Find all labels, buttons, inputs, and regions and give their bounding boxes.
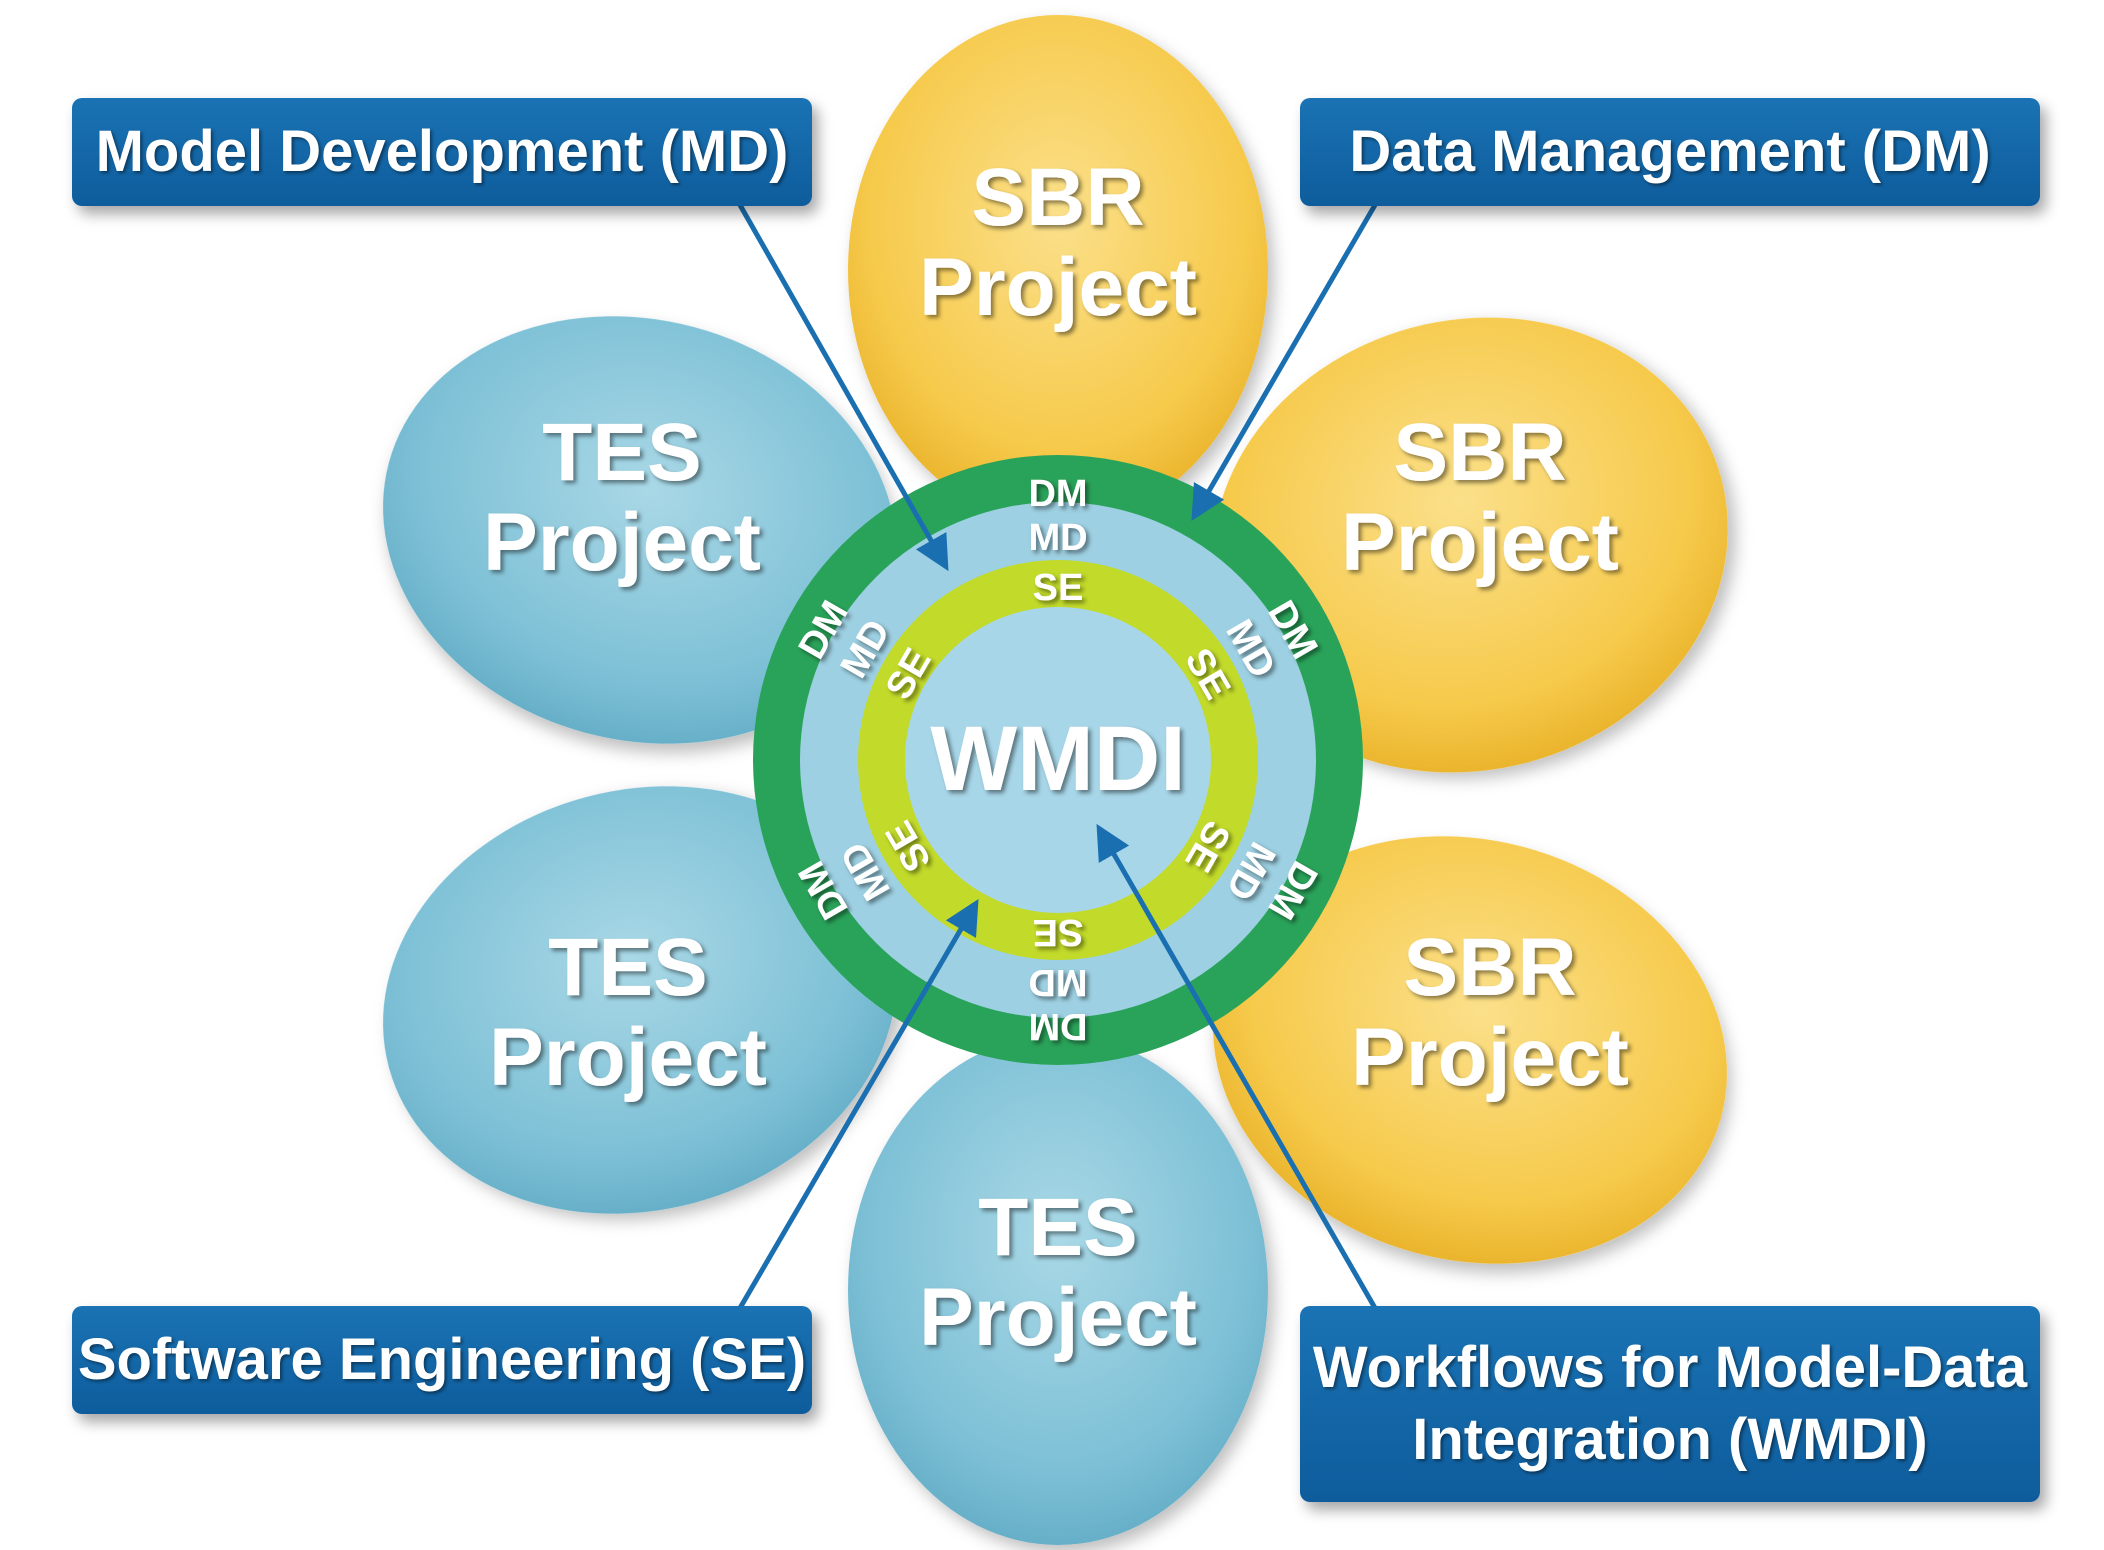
connector-arrows [737, 203, 1378, 1310]
callout-model-development-text: Model Development (MD) [95, 118, 789, 184]
callout-data-management: Data Management (DM) [1300, 98, 2040, 206]
callout-wmdi: Workflows for Model-Data Integration (WM… [1300, 1306, 2040, 1502]
petal-lower-right-label: SBR [1403, 922, 1576, 1013]
petal-bottom-sublabel: Project [919, 1272, 1197, 1363]
ring-label-md-top: MD [1028, 517, 1087, 559]
arrow-dm [1191, 203, 1378, 522]
petal-lower-right-sublabel: Project [1351, 1012, 1629, 1103]
callout-data-management-text: Data Management (DM) [1349, 118, 1991, 184]
petal-tes-lower-left [383, 786, 897, 1214]
petal-top-sublabel: Project [919, 242, 1197, 333]
ring-label-se-bottom: SE [1033, 911, 1084, 953]
arrow-wmdi [1096, 823, 1378, 1310]
callout-wmdi-text-line1: Workflows for Model-Data [1312, 1334, 2028, 1400]
center-label: WMDI [930, 708, 1185, 810]
callout-software-engineering: Software Engineering (SE) [72, 1306, 812, 1414]
petal-upper-left-sublabel: Project [483, 497, 761, 588]
ring-label-md-bottom: MD [1028, 961, 1087, 1003]
petal-top-label: SBR [971, 152, 1144, 243]
petal-lower-left-sublabel: Project [489, 1012, 767, 1103]
arrow-se [737, 898, 979, 1310]
petal-bottom-label: TES [978, 1182, 1137, 1273]
petal-upper-right-sublabel: Project [1341, 497, 1619, 588]
petal-tes-upper-left [383, 316, 897, 744]
ring-label-dm-top: DM [1028, 473, 1087, 515]
petal-upper-right-label: SBR [1393, 407, 1566, 498]
callout-software-engineering-text: Software Engineering (SE) [77, 1326, 807, 1392]
concentric-rings [753, 455, 1363, 1065]
petal-sbr-lower-right [1213, 836, 1727, 1264]
center-disc [905, 607, 1211, 913]
callout-wmdi-text-line2: Integration (WMDI) [1412, 1407, 1928, 1472]
petal-upper-left-label: TES [542, 407, 701, 498]
petal-sbr-top [848, 15, 1268, 525]
ring-label-se-top: SE [1033, 567, 1084, 609]
arrow-md [737, 203, 949, 572]
callout-model-development: Model Development (MD) [72, 98, 812, 206]
petal-tes-bottom [848, 1035, 1268, 1545]
petal-lower-left-label: TES [548, 922, 707, 1013]
ring-label-dm-bottom: DM [1028, 1005, 1087, 1047]
